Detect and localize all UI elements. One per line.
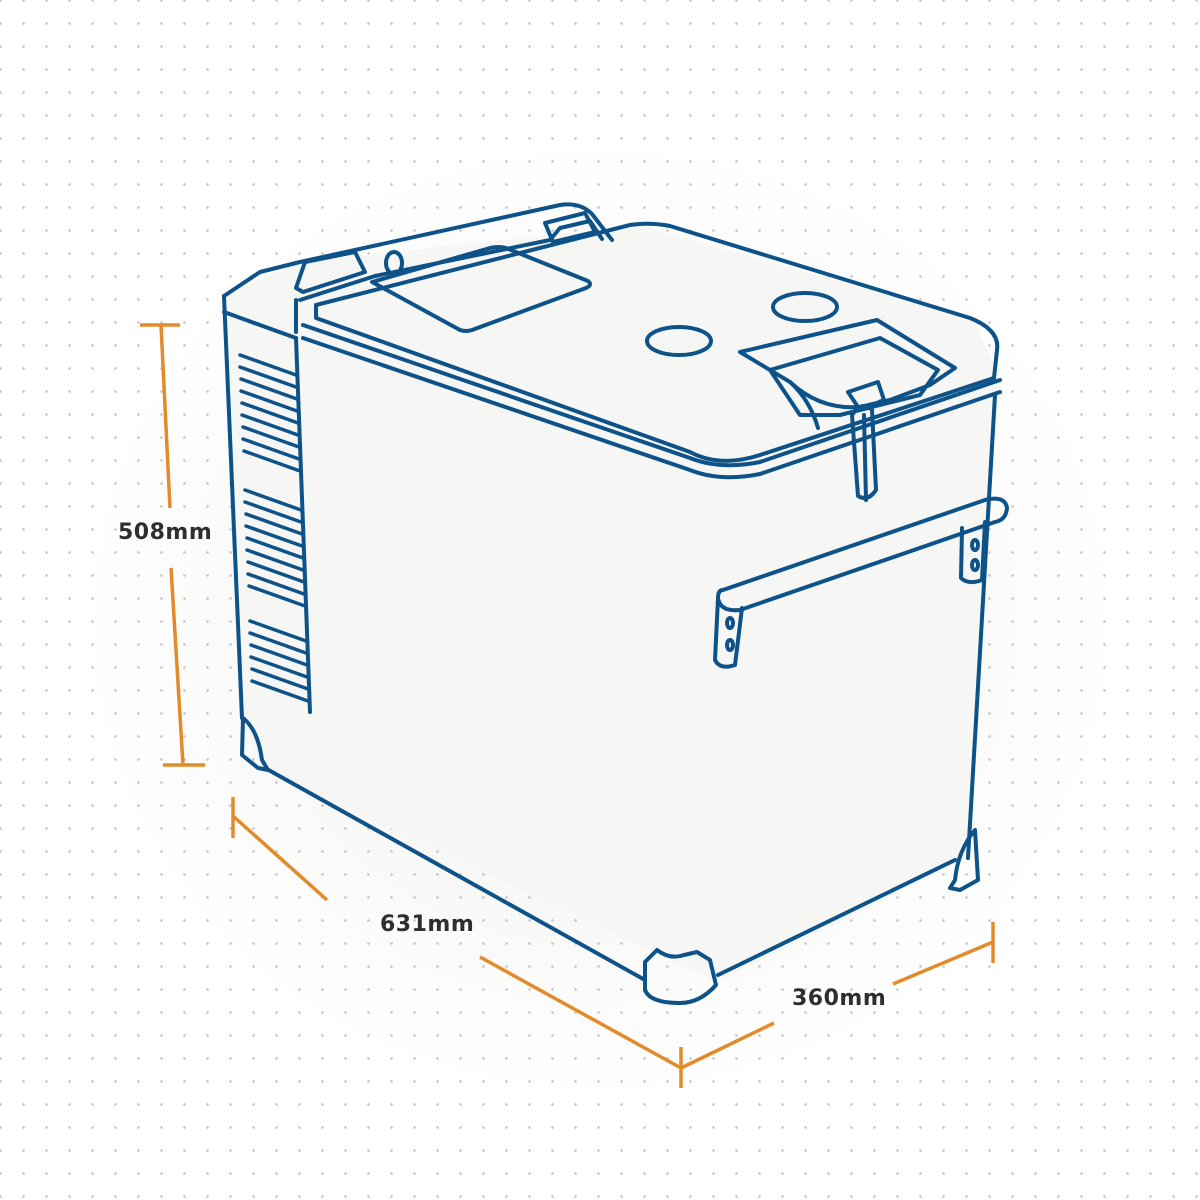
length-dimension-label: 631mm (380, 912, 475, 937)
vent-grilles (238, 353, 310, 703)
latch (846, 380, 886, 502)
height-dimension-label: 508mm (118, 520, 213, 545)
dimension-lines (140, 323, 995, 1088)
carry-handle-top (294, 202, 614, 334)
depth-dimension-label: 360mm (792, 986, 887, 1011)
side-handle (713, 496, 1009, 669)
lid (301, 221, 1002, 480)
fridge-body (222, 260, 997, 1005)
